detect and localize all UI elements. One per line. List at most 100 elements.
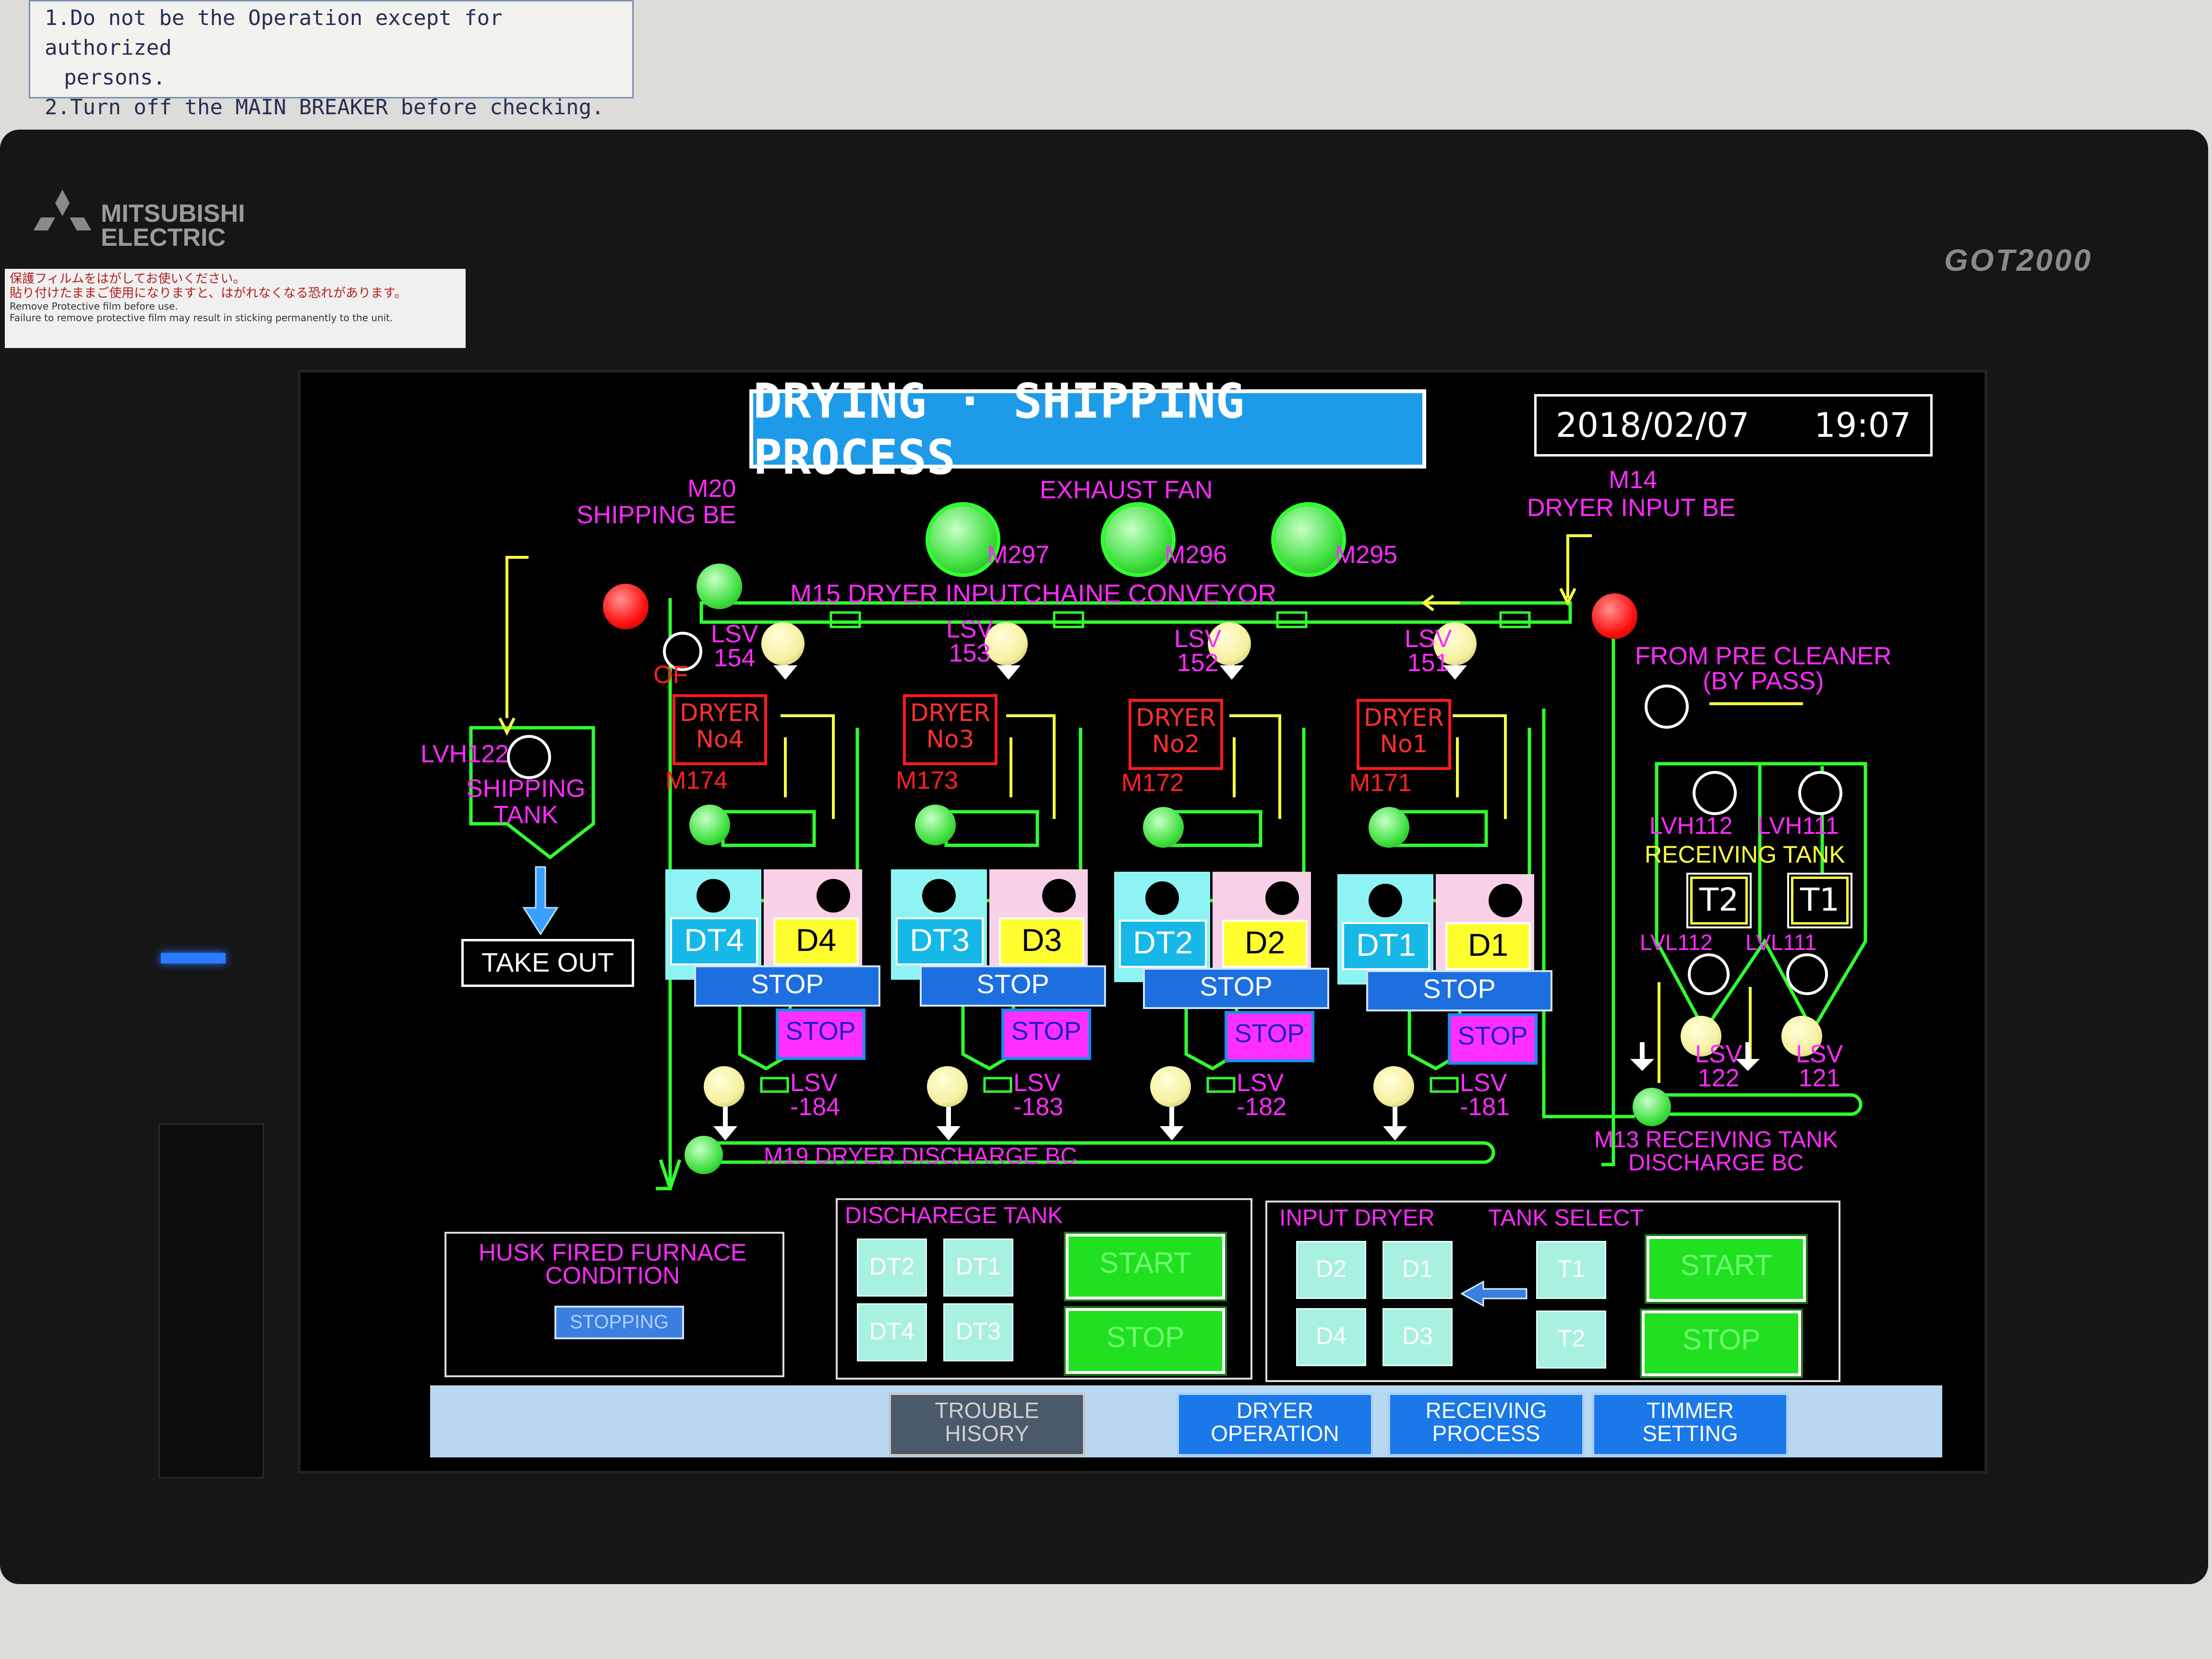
input-d2-button[interactable]: D2 [1296,1241,1366,1299]
discharge-dt2-button[interactable]: DT2 [857,1238,927,1297]
lsv183-lamp[interactable] [927,1066,968,1107]
t1-tank-indicator: T1 [1789,875,1851,926]
m13-lamp[interactable] [1633,1088,1671,1126]
dryer-unit-4: DT4 D4 STOP STOP [665,869,880,1071]
fan-m297-label: M297 [987,541,1050,569]
take-out-arrow-icon [522,866,559,936]
receiving-tank-label: RECEIVING TANK [1645,841,1845,868]
lsv152-lamp[interactable] [1208,622,1251,665]
m14-status-lamp[interactable] [1592,593,1637,639]
dryer-unit-2: DT2 D2 STOP STOP [1114,872,1329,1073]
dryer4-status: STOP [694,965,880,1007]
dt2-button[interactable]: DT2 [1119,920,1207,968]
protective-film-sticker: 保護フィルムをはがしてお使いください。 貼り付けたままご使用になりますと、はがれ… [5,269,466,348]
discharge-dt4-button[interactable]: DT4 [857,1303,927,1361]
lvl112-label: LVL112 [1640,930,1713,955]
m171-label: M171 [1349,769,1412,797]
fan-m296-icon[interactable] [1105,506,1172,573]
shipping-tank-label: SHIPPING TANK [466,775,586,829]
tank-t1-button[interactable]: T1 [1536,1241,1606,1299]
lvh122-label: LVH122 [421,740,509,768]
lvl111-label: LVL111 [1745,930,1817,955]
lvh111-label: LVH111 [1757,812,1839,839]
input-d3-button[interactable]: D3 [1382,1308,1453,1366]
dryer1-stop-button[interactable]: STOP [1448,1013,1538,1065]
discharge-start-button[interactable]: START [1064,1232,1227,1301]
tank-t2-button[interactable]: T2 [1536,1310,1606,1369]
input-stop-button[interactable]: STOP [1640,1309,1803,1378]
dryer2-stop-button[interactable]: STOP [1225,1011,1314,1062]
lsv182-label: LSV-182 [1237,1069,1287,1121]
d4-button[interactable]: D4 [773,917,859,965]
m19-lamp[interactable] [685,1136,723,1174]
lsv181-lamp[interactable] [1373,1066,1414,1107]
from-pre-cleaner-label: FROM PRE CLEANER (BY PASS) [1635,642,1892,695]
lsv184-lamp[interactable] [704,1066,745,1107]
m171-lamp[interactable] [1369,807,1409,848]
dt4-button[interactable]: DT4 [670,917,758,965]
m173-lamp[interactable] [915,805,956,845]
card-slot [158,1123,264,1479]
m15-status-lamp[interactable] [697,564,742,609]
brand-name: MITSUBISHI ELECTRIC [101,200,245,252]
datetime-display: 2018/02/07 19:07 [1534,394,1933,457]
exhaust-fan-label: EXHAUST FAN [1040,476,1213,504]
d2-button[interactable]: D2 [1222,920,1308,968]
fan-m296-label: M296 [1165,541,1227,569]
input-d1-button[interactable]: D1 [1382,1241,1453,1299]
dryer3-stop-button[interactable]: STOP [1001,1009,1091,1060]
notice-line-1: 1.Do not be the Operation except for aut… [45,6,503,60]
discharge-dt3-button[interactable]: DT3 [943,1303,1013,1361]
fan-m295-icon[interactable] [1275,506,1342,573]
input-d4-button[interactable]: D4 [1296,1308,1366,1366]
dryer4-stop-button[interactable]: STOP [776,1009,866,1060]
power-led [161,953,226,963]
dryer-unit-3: DT3 D3 STOP STOP [891,869,1106,1071]
lsv154-lamp[interactable] [761,622,805,665]
dt1-button[interactable]: DT1 [1342,922,1430,970]
mitsubishi-logo-icon [34,190,91,230]
take-out-button[interactable]: TAKE OUT [461,939,634,987]
m20-status-lamp[interactable] [603,584,649,629]
notice-line-2: persons. [64,65,166,90]
dt3-button[interactable]: DT3 [896,917,984,965]
m173-label: M173 [896,767,959,794]
input-start-button[interactable]: START [1645,1234,1808,1304]
d1-button[interactable]: D1 [1445,922,1531,970]
discharge-tank-title: DISCHAREGE TANK [845,1203,1063,1228]
date-display: 2018/02/07 [1556,406,1750,445]
discharge-stop-button[interactable]: STOP [1064,1306,1227,1376]
husk-furnace-panel: HUSK FIRED FURNACE CONDITION STOPPING [445,1232,784,1377]
m174-lamp[interactable] [689,805,730,845]
notice-line-3: 2.Turn off the MAIN BREAKER before check… [45,95,604,120]
t2-tank-indicator: T2 [1688,875,1750,926]
discharge-dt1-button[interactable]: DT1 [943,1238,1013,1297]
lvh112-label: LVH112 [1649,812,1733,839]
lsv122-lamp[interactable] [1681,1016,1721,1057]
d3-button[interactable]: D3 [999,917,1084,965]
dryer3-status: STOP [920,965,1106,1007]
m172-lamp[interactable] [1143,807,1184,848]
model-label: GOT2000 [1944,243,2093,277]
of-label: OF [653,661,688,689]
lsv121-lamp[interactable] [1781,1016,1822,1057]
lsv182-lamp[interactable] [1150,1066,1191,1107]
dryer1-status: STOP [1366,970,1552,1011]
husk-furnace-label: HUSK FIRED FURNACE CONDITION [478,1239,747,1289]
fan-m297-icon[interactable] [929,506,997,573]
input-dryer-title: INPUT DRYER [1279,1205,1435,1231]
lsv153-lamp[interactable] [985,622,1028,665]
lsv151-lamp[interactable] [1433,622,1477,665]
lvl112-sensor [1688,953,1730,995]
